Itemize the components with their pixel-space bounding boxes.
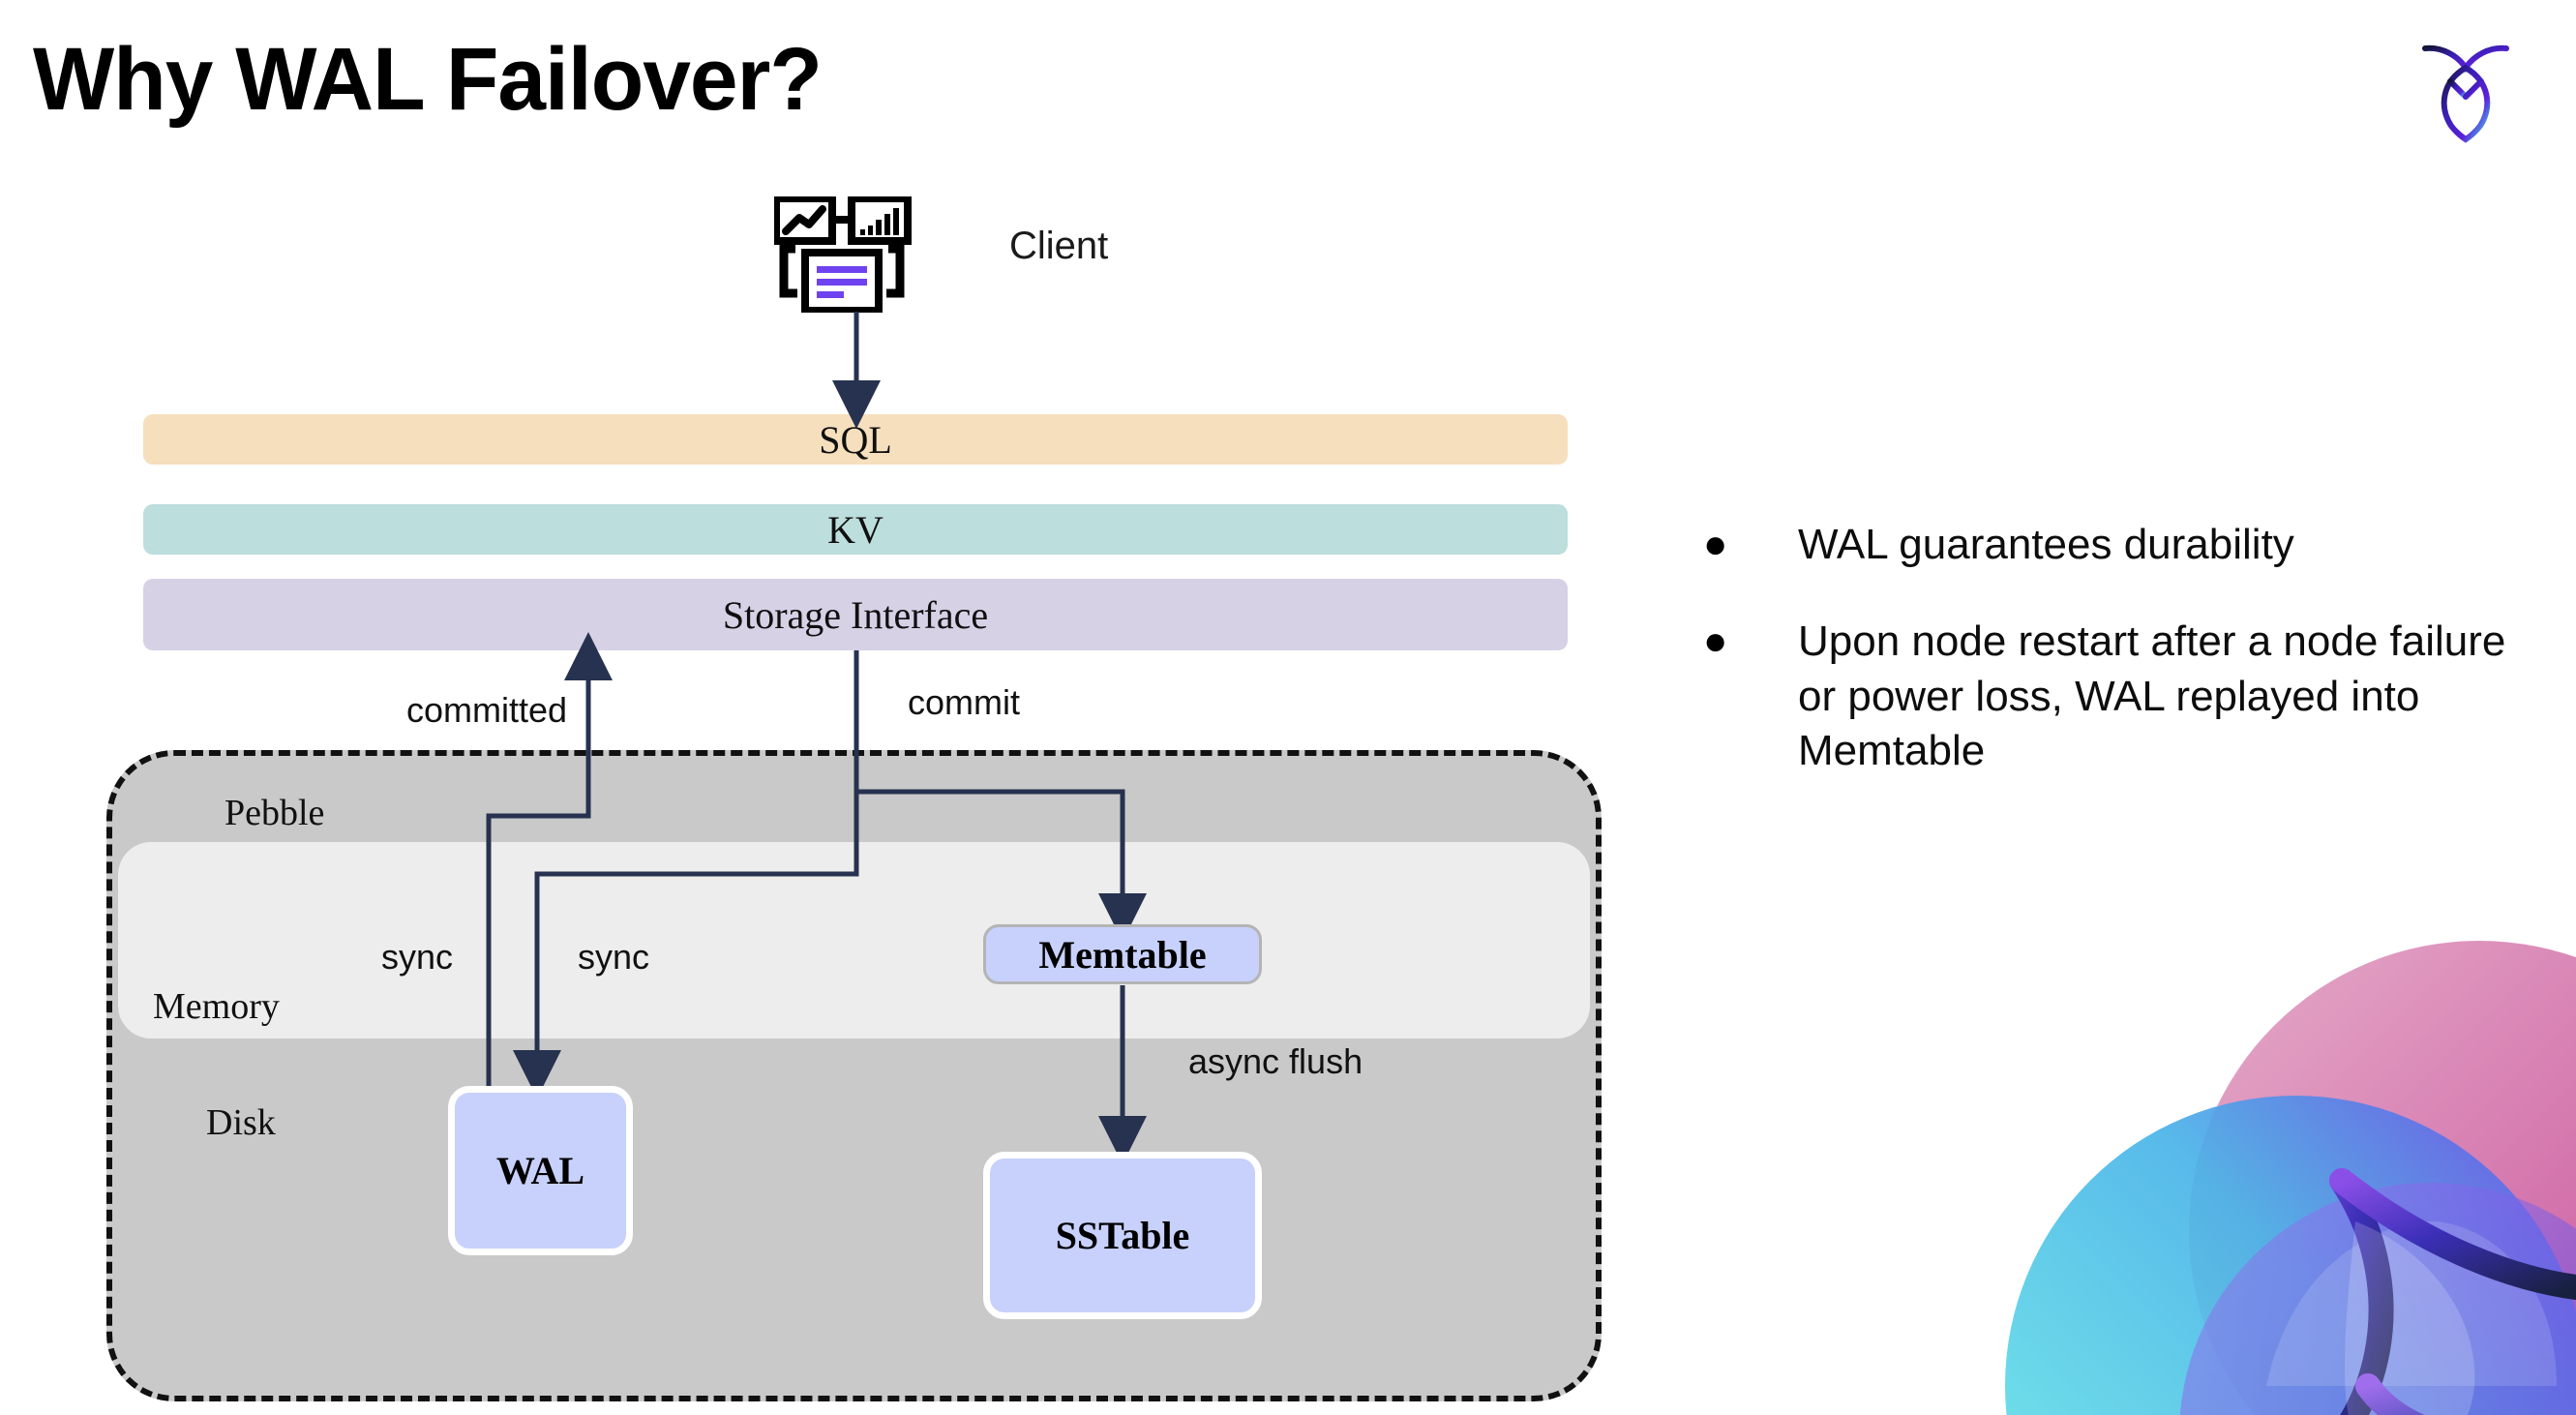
client-label: Client <box>1009 225 1109 267</box>
layer-bar-storage-interface: Storage Interface <box>143 579 1568 650</box>
page-title: Why WAL Failover? <box>33 30 823 129</box>
node-sstable: SSTable <box>983 1152 1262 1319</box>
layer-bar-sql-label: SQL <box>819 417 892 462</box>
bullet-list: ● WAL guarantees durability ● Upon node … <box>1703 518 2516 821</box>
bullet-text: Upon node restart after a node failure o… <box>1798 617 2506 774</box>
list-item: ● WAL guarantees durability <box>1703 518 2516 572</box>
bullet-text: WAL guarantees durability <box>1798 521 2294 568</box>
layer-bar-sql: SQL <box>143 414 1568 465</box>
node-wal: WAL <box>448 1086 633 1255</box>
edge-label-sync-left: sync <box>381 937 454 977</box>
list-item: ● Upon node restart after a node failure… <box>1703 615 2516 778</box>
edge-label-commit: commit <box>908 682 1020 722</box>
node-memtable: Memtable <box>983 924 1262 984</box>
pebble-label: Pebble <box>225 793 325 833</box>
disk-label: Disk <box>206 1102 276 1143</box>
bullet-marker-icon: ● <box>1703 521 1728 566</box>
memory-label: Memory <box>153 986 280 1027</box>
layer-bar-kv-label: KV <box>827 507 884 552</box>
edge-label-async-flush: async flush <box>1188 1041 1363 1081</box>
client-analytics-icon <box>772 195 929 315</box>
corner-gradient-decoration <box>1976 931 2576 1415</box>
node-wal-label: WAL <box>495 1149 585 1192</box>
node-memtable-label: Memtable <box>1038 932 1207 977</box>
layer-bar-kv: KV <box>143 504 1568 555</box>
layer-bar-storage-label: Storage Interface <box>722 592 989 637</box>
edge-label-committed: committed <box>406 690 568 730</box>
bullet-marker-icon: ● <box>1703 617 1728 664</box>
memory-zone-panel <box>118 842 1590 1039</box>
node-sstable-label: SSTable <box>1055 1214 1190 1257</box>
cockroachdb-logo <box>2417 37 2514 143</box>
edge-label-sync-right: sync <box>578 937 650 977</box>
